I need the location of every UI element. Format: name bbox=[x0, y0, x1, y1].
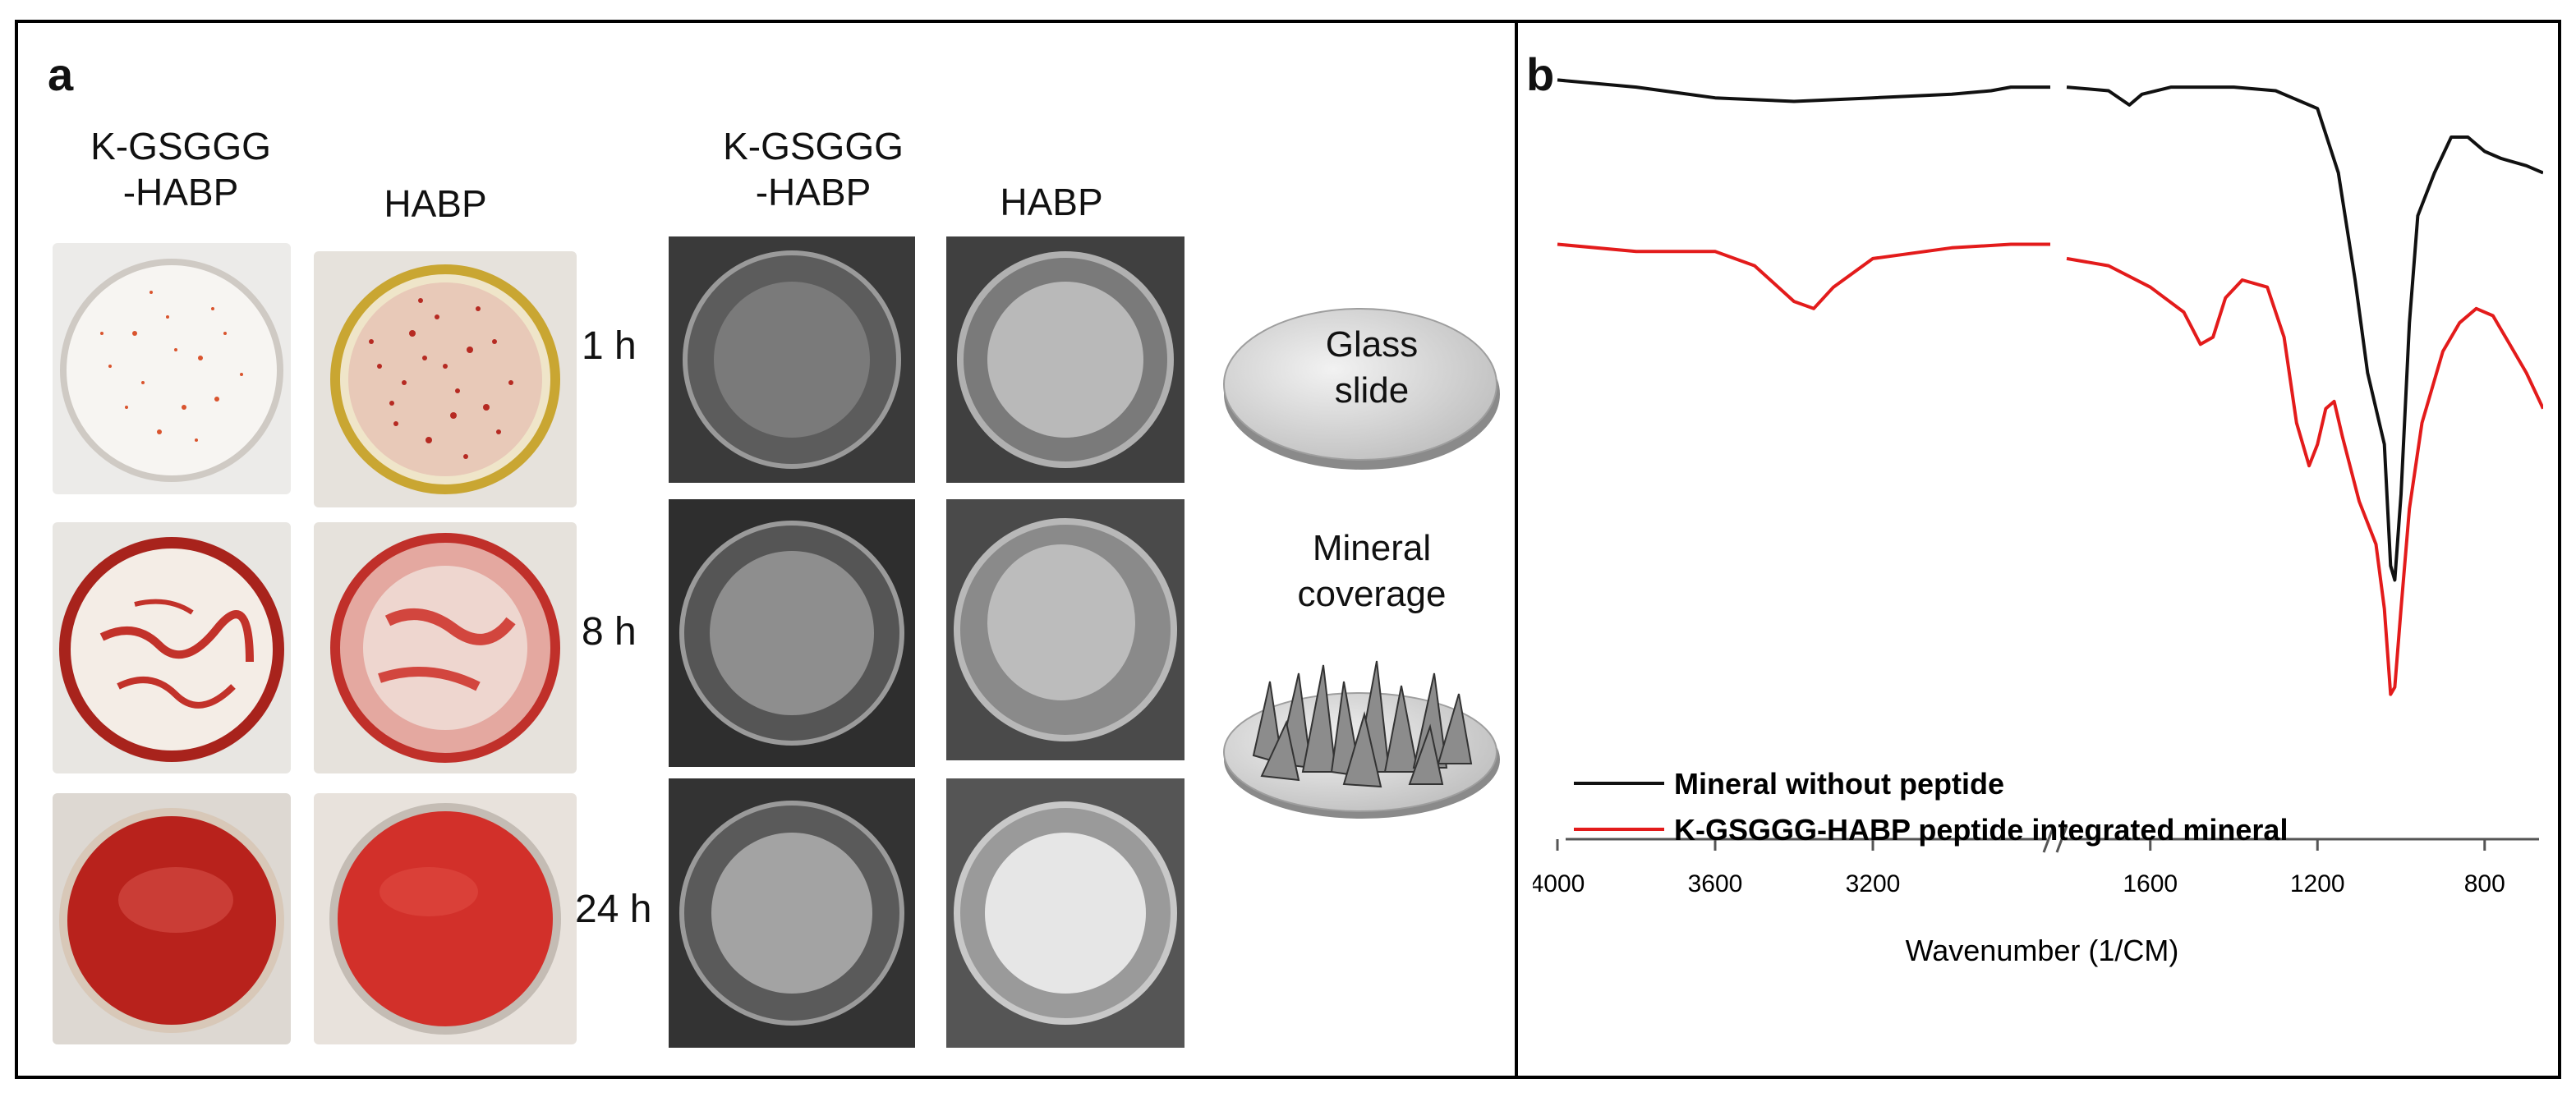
glass-slide-illustration bbox=[1221, 279, 1508, 484]
panel-a-letter: a bbox=[48, 48, 74, 100]
legend-label-mineral-without-peptide: Mineral without peptide bbox=[1674, 767, 2004, 801]
time-label-24h: 24 h bbox=[575, 888, 652, 931]
series-peptide-integrated-mineral-low-range bbox=[2066, 256, 2543, 696]
series-peptide-integrated-mineral-high-range bbox=[1557, 242, 2050, 310]
slide-photo-kgsggg-24h bbox=[669, 778, 915, 1048]
x-tick-label: 800 bbox=[2464, 870, 2505, 897]
well-photo-habp-8h bbox=[314, 522, 577, 773]
x-tick-label: 3600 bbox=[1688, 870, 1743, 897]
well-photo-habp-1h bbox=[314, 251, 577, 507]
well-photo-kgsggg-8h bbox=[53, 522, 291, 773]
col-label-kgsggg-habp-1: K-GSGGG -HABP bbox=[90, 125, 271, 213]
slide-photo-habp-24h bbox=[946, 778, 1184, 1048]
panel-b-letter: b bbox=[1526, 48, 1555, 100]
well-photo-kgsggg-24h bbox=[53, 793, 291, 1044]
slide-photo-habp-1h bbox=[946, 236, 1184, 483]
x-tick-label: 1200 bbox=[2290, 870, 2345, 897]
series-mineral-without-peptide-high-range bbox=[1557, 78, 2050, 103]
mineral-coverage-label: Mineral coverage bbox=[1297, 528, 1447, 614]
legend-label-peptide-integrated-mineral: K-GSGGG-HABP peptide integrated mineral bbox=[1674, 813, 2288, 847]
col-label-habp-1: HABP bbox=[384, 182, 487, 225]
col-label-habp-2: HABP bbox=[1000, 181, 1103, 223]
x-axis-title: Wavenumber (1/CM) bbox=[1906, 934, 2179, 967]
well-photo-habp-24h bbox=[314, 793, 577, 1044]
well-photo-kgsggg-1h bbox=[53, 243, 291, 494]
col-label-kgsggg-habp-2: K-GSGGG -HABP bbox=[723, 125, 904, 213]
panel-b-frame bbox=[1515, 20, 2561, 1079]
time-label-1h: 1 h bbox=[582, 324, 637, 368]
mineral-coverage-illustration bbox=[1221, 649, 1508, 829]
ftir-chart: 4000 3600 3200 1600 1200 800 Mineral without … bbox=[1533, 78, 2543, 967]
time-label-8h: 8 h bbox=[582, 610, 637, 654]
slide-photo-kgsggg-8h bbox=[669, 499, 915, 767]
series-mineral-without-peptide-low-range bbox=[2066, 85, 2543, 582]
x-tick-label: 3200 bbox=[1846, 870, 1901, 897]
slide-photo-kgsggg-1h bbox=[669, 236, 915, 483]
x-tick-label: 4000 bbox=[1533, 870, 1585, 897]
axis-break-mark-2 bbox=[2055, 825, 2068, 853]
axis-break-mark-1 bbox=[2042, 825, 2055, 853]
slide-photo-habp-8h bbox=[946, 499, 1184, 760]
x-tick-label: 1600 bbox=[2123, 870, 2178, 897]
glass-slide-label: Glass slide bbox=[1325, 324, 1419, 411]
